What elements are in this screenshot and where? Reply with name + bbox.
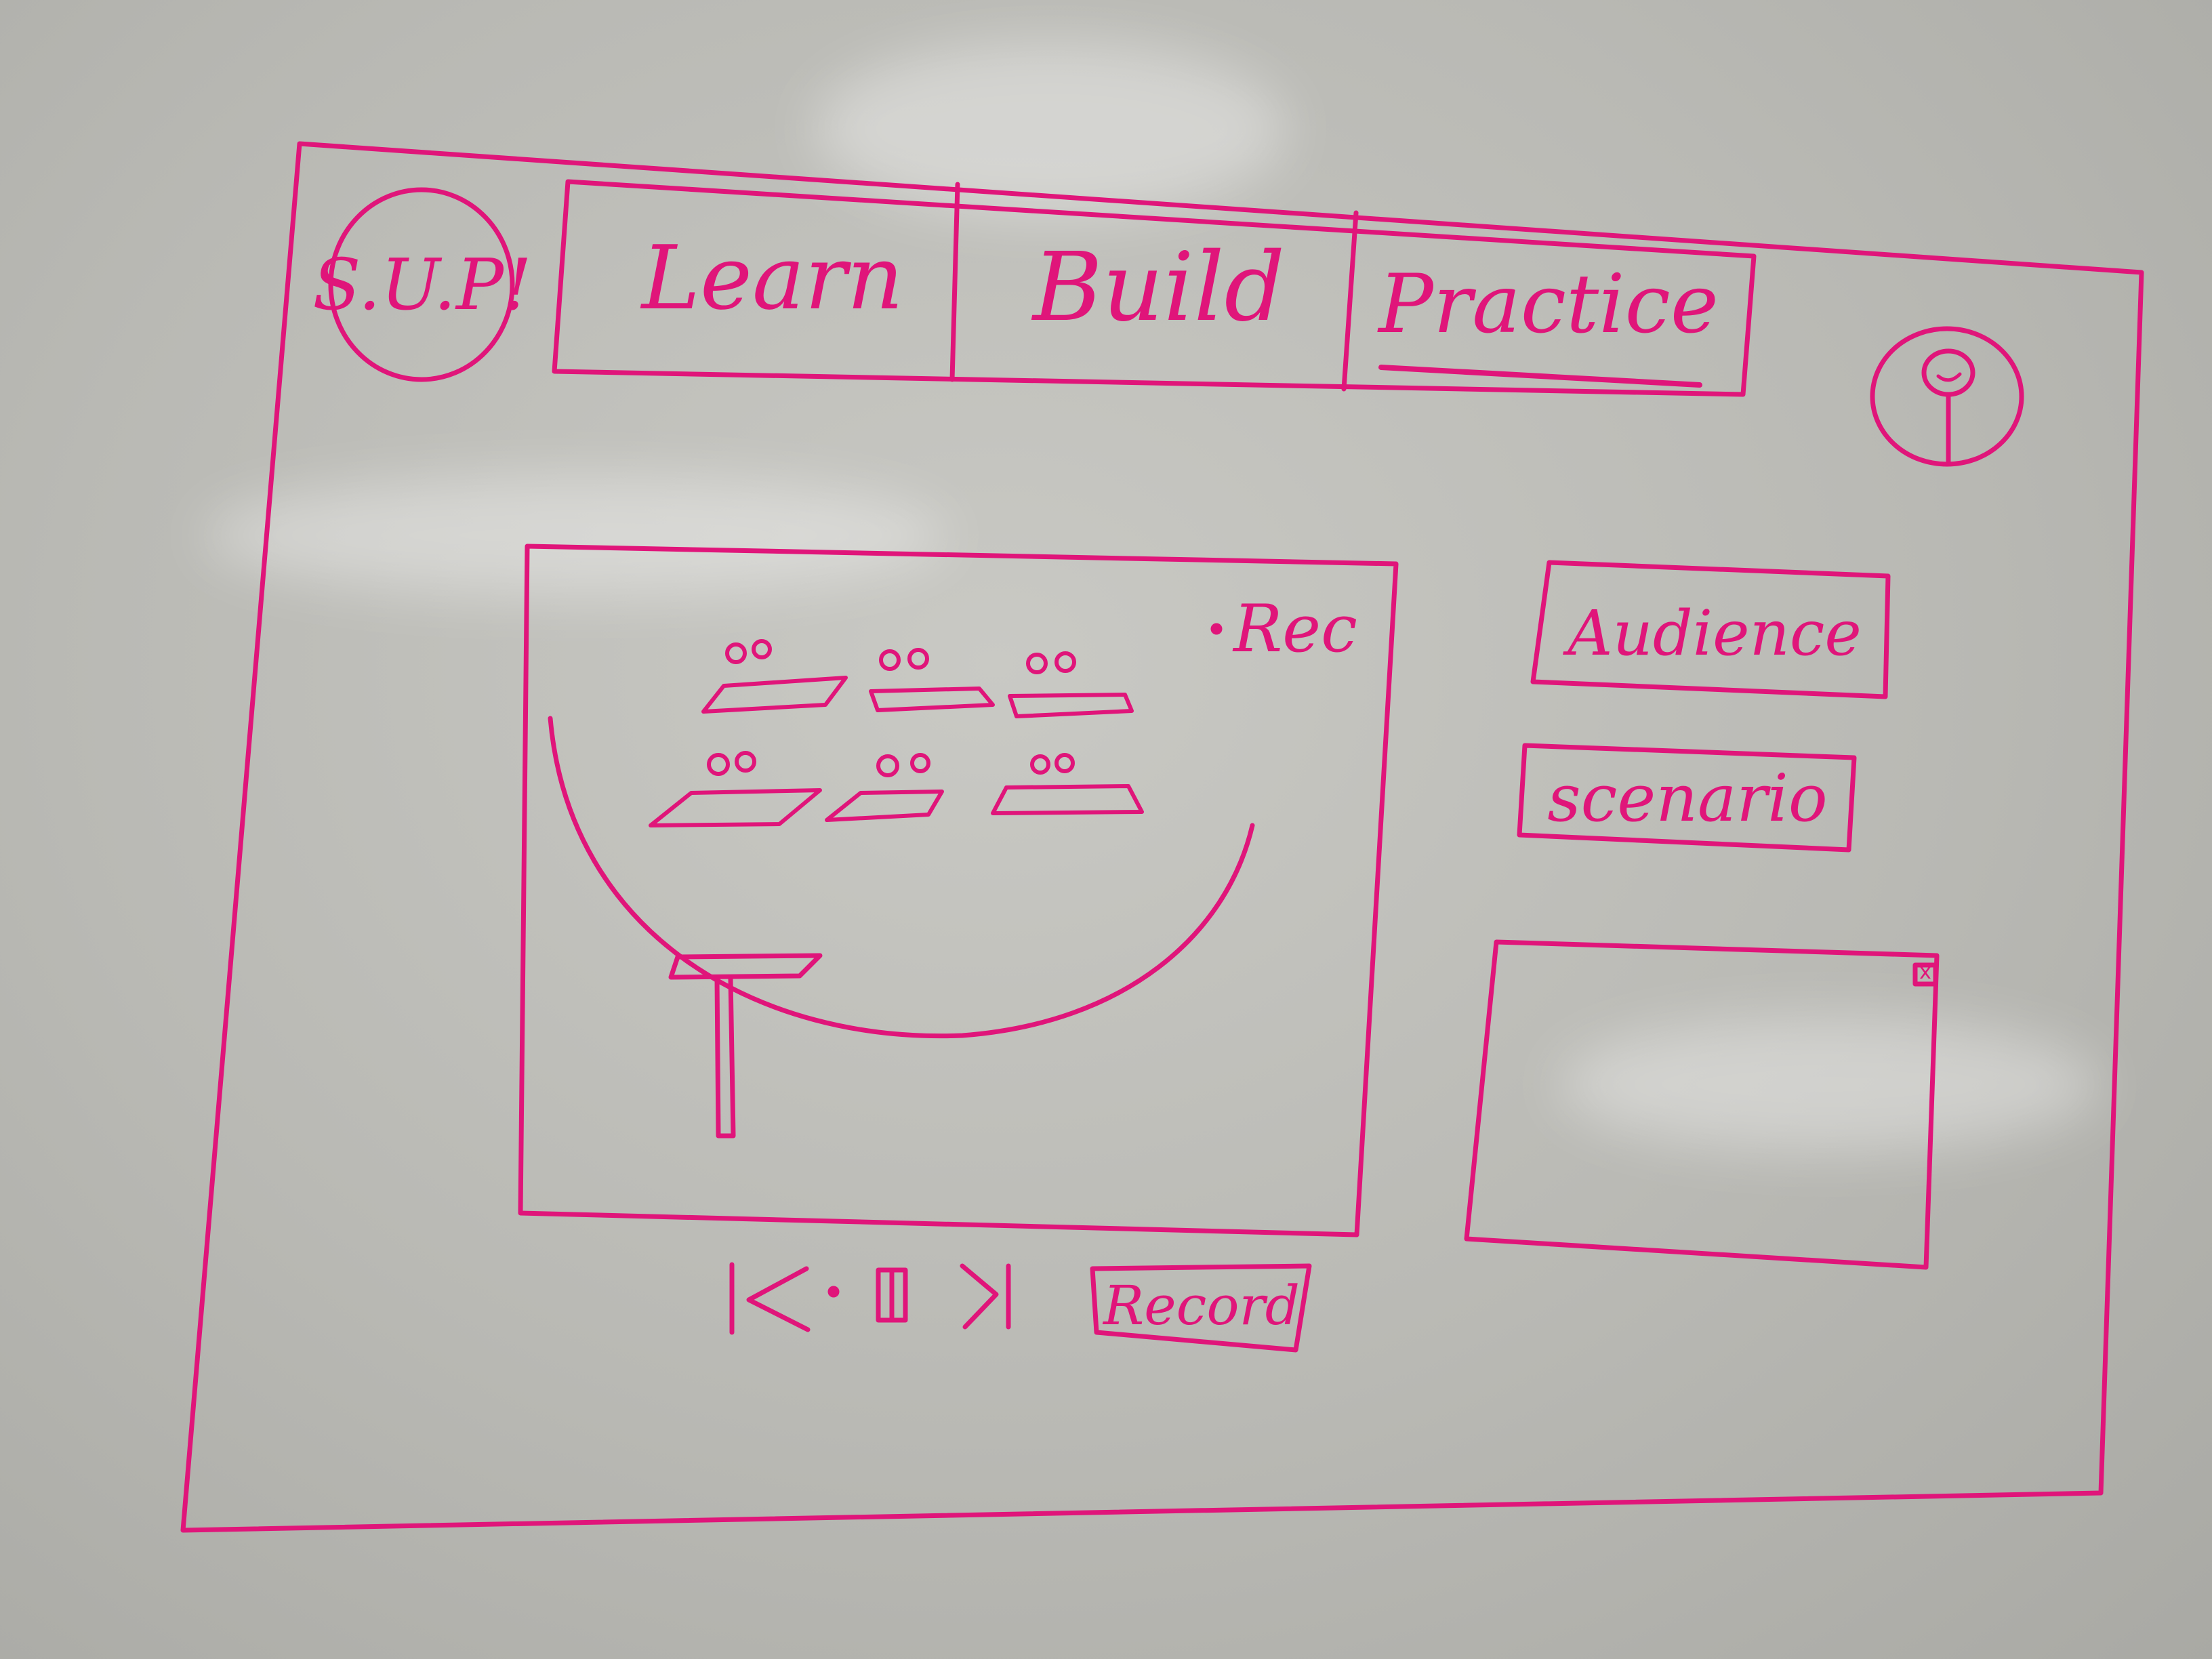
control-separator-dot bbox=[827, 1286, 840, 1298]
close-glyph: x bbox=[1919, 960, 1931, 984]
tab-build[interactable]: Build bbox=[976, 227, 1342, 349]
skip-forward-icon bbox=[960, 1263, 1011, 1330]
tab-divider-1 bbox=[949, 182, 960, 382]
tab-practice[interactable]: Practice bbox=[1359, 244, 1738, 366]
close-box bbox=[1912, 962, 1938, 987]
record-button[interactable]: Record bbox=[1097, 1269, 1307, 1343]
stage-preview-frame bbox=[518, 544, 1399, 1237]
practice-underline bbox=[1378, 365, 1702, 388]
record-button-frame bbox=[1090, 1263, 1312, 1353]
tab-divider-2 bbox=[1341, 210, 1359, 392]
skip-back-button[interactable] bbox=[718, 1261, 813, 1335]
audience-arc bbox=[548, 716, 1255, 1039]
scenario-button-frame bbox=[1517, 743, 1857, 853]
audience-label: Audience bbox=[1568, 597, 1862, 670]
pause-button[interactable] bbox=[872, 1265, 912, 1326]
close-icon[interactable]: x bbox=[1915, 962, 1936, 983]
tab-build-label: Build bbox=[1032, 232, 1286, 343]
rec-indicator: Rec bbox=[1233, 596, 1357, 661]
logo-text: S.U.P! bbox=[312, 243, 532, 326]
skip-back-icon bbox=[729, 1262, 811, 1335]
tab-learn-label: Learn bbox=[641, 226, 904, 329]
side-panel bbox=[1477, 949, 1925, 1254]
tab-practice-label: Practice bbox=[1378, 258, 1719, 352]
side-panel-frame bbox=[1464, 939, 1940, 1270]
rec-dot bbox=[1210, 623, 1223, 635]
audience-figures bbox=[649, 639, 1144, 827]
tab-strip-frame bbox=[552, 179, 1757, 397]
record-label: Record bbox=[1103, 1274, 1300, 1337]
scenario-label: scenario bbox=[1547, 760, 1828, 836]
skip-forward-button[interactable] bbox=[956, 1261, 1017, 1331]
tab-learn[interactable]: Learn bbox=[596, 217, 949, 339]
user-avatar-icon bbox=[1870, 326, 2024, 467]
audience-button-frame bbox=[1530, 560, 1891, 699]
app-logo[interactable]: S.U.P! bbox=[312, 224, 532, 346]
profile-button[interactable] bbox=[1872, 328, 2022, 465]
logo-circle bbox=[328, 187, 515, 382]
app-window-frame bbox=[180, 141, 2144, 1533]
rec-label: Rec bbox=[1233, 591, 1357, 667]
audience-button[interactable]: Audience bbox=[1545, 576, 1884, 691]
scenario-button[interactable]: scenario bbox=[1525, 752, 1850, 844]
podium-icon bbox=[668, 953, 823, 1139]
pause-icon bbox=[876, 1267, 908, 1323]
